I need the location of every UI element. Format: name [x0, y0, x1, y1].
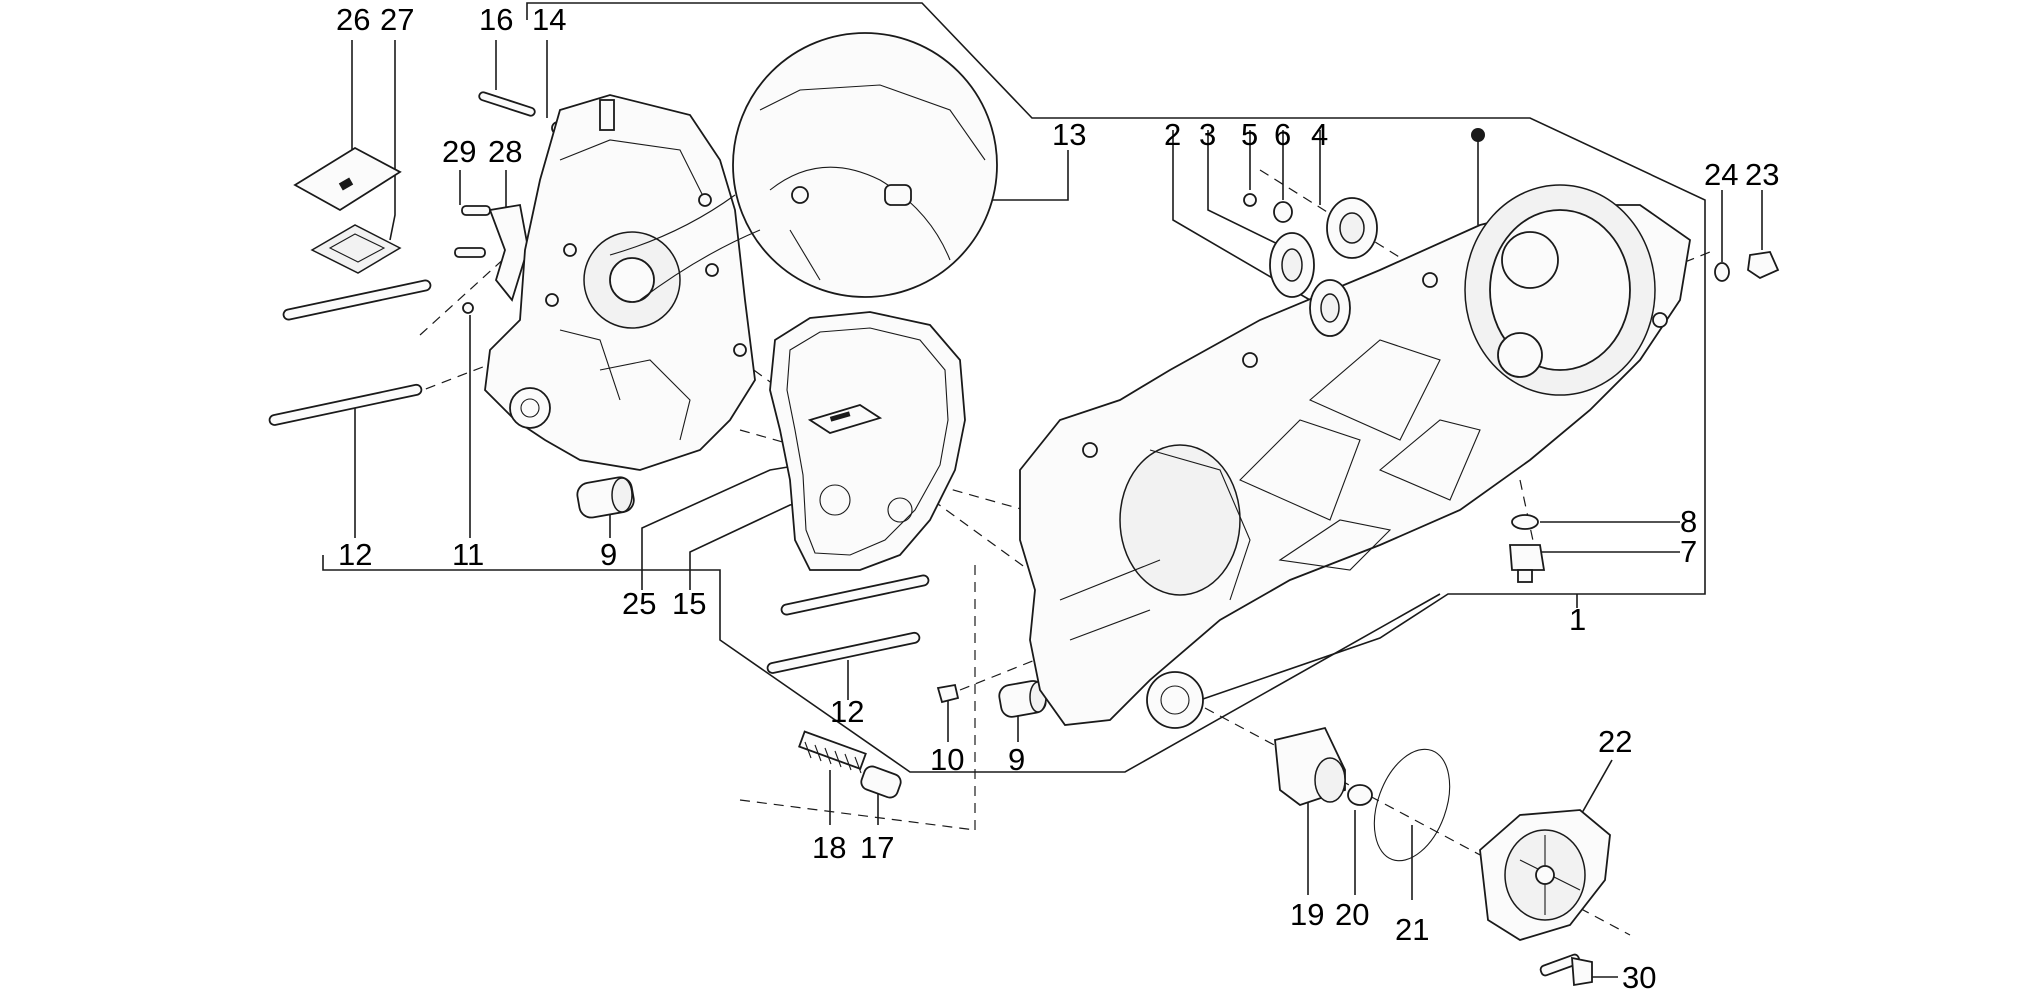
- detail-magnifier: [609, 32, 998, 301]
- callout-9-lower: 9: [1008, 742, 1025, 777]
- callout-24: 24: [1704, 157, 1738, 192]
- callout-10: 10: [930, 742, 964, 777]
- callout-26: 26: [336, 2, 370, 37]
- callout-15: 15: [672, 586, 706, 621]
- spring-and-sleeve: [798, 730, 902, 799]
- callout-17: 17: [860, 830, 894, 865]
- callout-21: 21: [1395, 912, 1429, 947]
- callout-6: 6: [1274, 117, 1291, 152]
- callout-25: 25: [622, 586, 656, 621]
- callout-12-lower: 12: [830, 694, 864, 729]
- drain-plug-upper: [1714, 251, 1780, 282]
- left-crankcase-half: [484, 94, 756, 471]
- bolt-10: [936, 683, 960, 704]
- reed-plate-part: [293, 146, 402, 274]
- leader-lines: [322, 2, 1763, 978]
- callout-1: 1: [1569, 602, 1586, 637]
- right-crankcase-main: [1019, 128, 1691, 729]
- callout-22: 22: [1598, 724, 1632, 759]
- callout-12-upper: 12: [338, 537, 372, 572]
- callout-2: 2: [1164, 117, 1181, 152]
- callout-9-upper: 9: [600, 537, 617, 572]
- callout-3: 3: [1199, 117, 1216, 152]
- callout-14: 14: [532, 2, 566, 37]
- callout-27: 27: [380, 2, 414, 37]
- drain-plug-lower: [1509, 514, 1546, 583]
- callout-4: 4: [1311, 117, 1328, 152]
- callout-20: 20: [1335, 897, 1369, 932]
- callout-7: 7: [1680, 534, 1697, 569]
- callout-16: 16: [479, 2, 513, 37]
- callout-8: 8: [1680, 504, 1697, 539]
- oil-filter: [1274, 726, 1451, 862]
- cover-bolt: [1539, 953, 1593, 987]
- callout-30: 30: [1622, 960, 1656, 989]
- callout-29: 29: [442, 134, 476, 169]
- callout-5: 5: [1241, 117, 1258, 152]
- callout-11: 11: [452, 537, 484, 572]
- dowel-sleeves: [576, 476, 1047, 718]
- bearings: [1243, 193, 1378, 337]
- stud-bolts: [268, 279, 930, 674]
- callout-labels: 26 27 16 14 29 28 13 2 3 5 6 4 24 23 12 …: [336, 2, 1779, 989]
- callout-28: 28: [488, 134, 522, 169]
- callout-13: 13: [1052, 117, 1086, 152]
- callout-19: 19: [1290, 897, 1324, 932]
- callout-18: 18: [812, 830, 846, 865]
- crankcase-gasket: [769, 311, 966, 571]
- callout-23: 23: [1745, 157, 1779, 192]
- filter-cover: [1479, 809, 1611, 941]
